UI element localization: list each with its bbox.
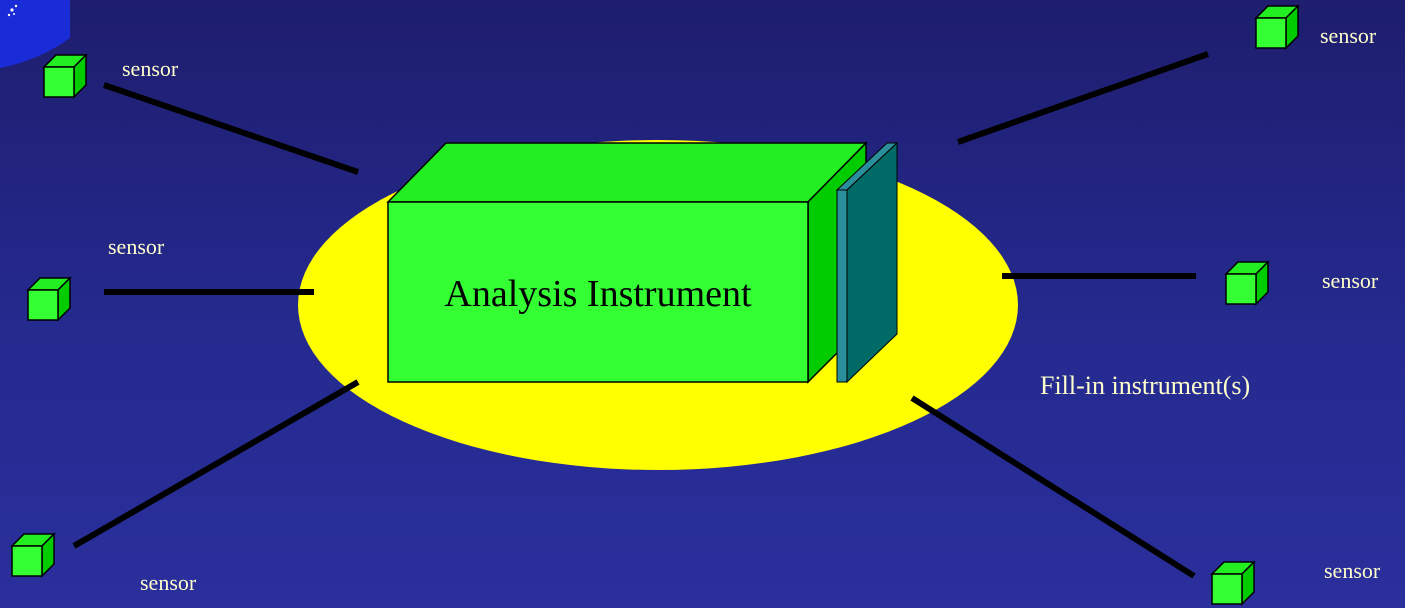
wire-bottom-left: [74, 382, 358, 546]
sensor-label-top-right: sensor: [1320, 23, 1377, 48]
sensor-label-top-left: sensor: [122, 56, 179, 81]
sensor-label-middle-left: sensor: [108, 234, 165, 259]
sensor-cube-top-right: [1256, 6, 1298, 48]
sensor-cube-middle-left: [28, 278, 70, 320]
wire-bottom-right: [912, 398, 1194, 576]
sensor-cube-top-left: [44, 55, 86, 97]
panel-edge: [837, 190, 847, 382]
sensor-label-bottom-right: sensor: [1324, 558, 1381, 583]
sensor-cube-middle-right: [1226, 262, 1268, 304]
sensor-cube-bottom-left: [12, 534, 54, 576]
fill-in-label: Fill-in instrument(s): [1040, 371, 1250, 400]
sensor-label-bottom-left: sensor: [140, 570, 197, 595]
wire-top-left: [104, 85, 358, 172]
analysis-instrument-box: Analysis Instrument: [388, 143, 866, 382]
instrument-label: Analysis Instrument: [444, 273, 752, 315]
instrument-box-top: [388, 143, 866, 202]
sensor-cube-bottom-right: [1212, 562, 1254, 604]
sensor-label-middle-right: sensor: [1322, 268, 1379, 293]
wire-top-right: [958, 54, 1208, 142]
